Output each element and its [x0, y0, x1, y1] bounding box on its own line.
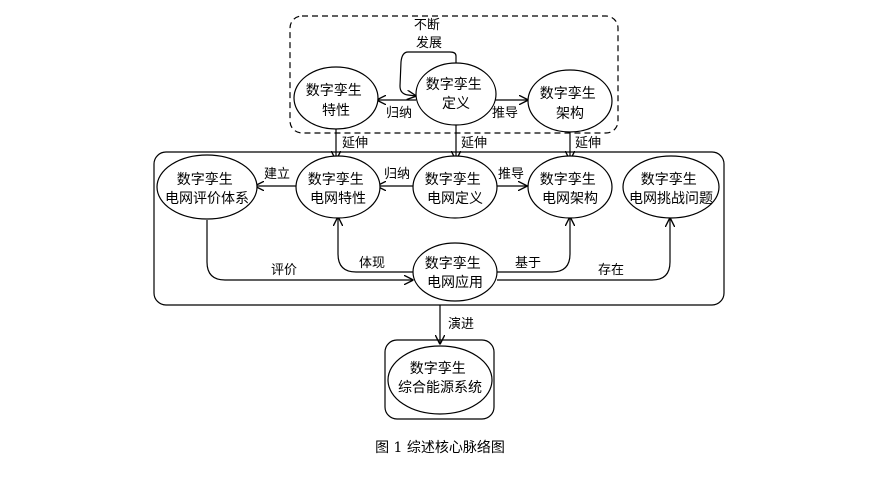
induce-top-label: 归纳	[386, 106, 412, 121]
node-grid-challenges	[622, 155, 720, 219]
twin-definition-label: 数字孪生 定义	[426, 76, 486, 112]
grid-challenges-label: 数字孪生 电网挑战问题	[629, 171, 713, 207]
derive-mid-label: 推导	[498, 167, 524, 182]
grid-definition-label: 数字孪生 电网定义	[425, 171, 485, 207]
continuous-development-label: 不断 发展	[414, 18, 444, 51]
induce-mid-label: 归纳	[384, 167, 410, 182]
based-on-label: 基于	[515, 256, 541, 271]
extend-right-label: 延伸	[575, 136, 601, 151]
node-integrated-energy	[387, 345, 493, 415]
node-twin-properties	[293, 66, 379, 130]
node-twin-definition	[415, 62, 497, 126]
edge-evaluate	[206, 220, 413, 280]
grid-application-label: 数字孪生 电网应用	[425, 255, 485, 291]
grid-properties-label: 数字孪生 电网特性	[308, 171, 368, 207]
node-grid-properties	[295, 155, 381, 219]
integrated-energy-label: 数字孪生 综合能源系统	[398, 360, 482, 396]
edge-embody	[338, 217, 413, 273]
digital-twin-dashed-group	[289, 15, 619, 134]
edge-based-on	[497, 217, 570, 273]
self-loop-edge	[399, 51, 457, 96]
grid-eval-system-label: 数字孪生 电网评价体系	[165, 171, 249, 207]
extend-middle-label: 延伸	[461, 136, 487, 151]
figure-caption: 图 1 综述核心脉络图	[375, 440, 505, 456]
node-twin-architecture	[527, 69, 613, 133]
evolve-label: 演进	[448, 316, 474, 332]
edge-exist	[497, 218, 670, 281]
extend-left-label: 延伸	[342, 136, 368, 151]
establish-label: 建立	[264, 167, 290, 182]
embody-label: 体现	[359, 256, 385, 271]
evaluate-label: 评价	[271, 263, 297, 278]
exist-label: 存在	[598, 263, 624, 278]
node-grid-eval-system	[156, 154, 258, 220]
node-grid-application	[412, 242, 498, 302]
node-grid-architecture	[527, 155, 613, 219]
grid-architecture-label: 数字孪生 电网架构	[540, 171, 600, 207]
twin-architecture-label: 数字孪生 架构	[540, 85, 600, 122]
digital-twin-grid-group	[153, 151, 725, 306]
derive-top-label: 推导	[492, 106, 518, 121]
node-grid-definition	[412, 155, 498, 219]
twin-properties-label: 数字孪生 特性	[306, 82, 366, 119]
